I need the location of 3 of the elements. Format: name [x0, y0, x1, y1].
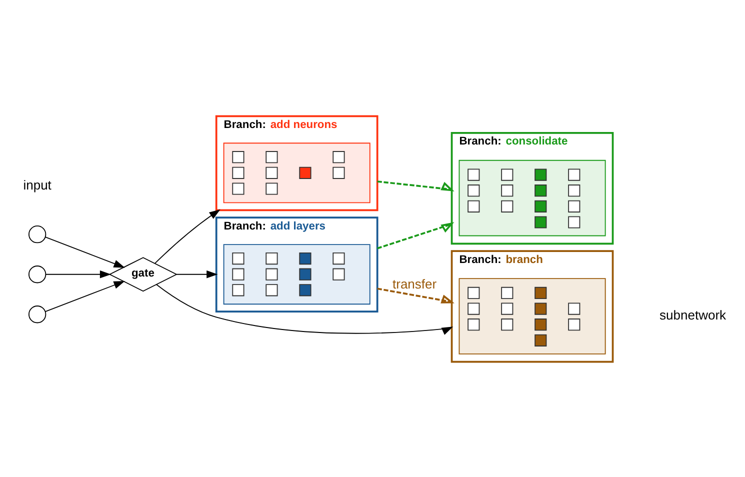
node-label: subnetwork	[660, 307, 726, 322]
edge-label: transfer	[392, 276, 437, 292]
label: input	[23, 176, 52, 192]
